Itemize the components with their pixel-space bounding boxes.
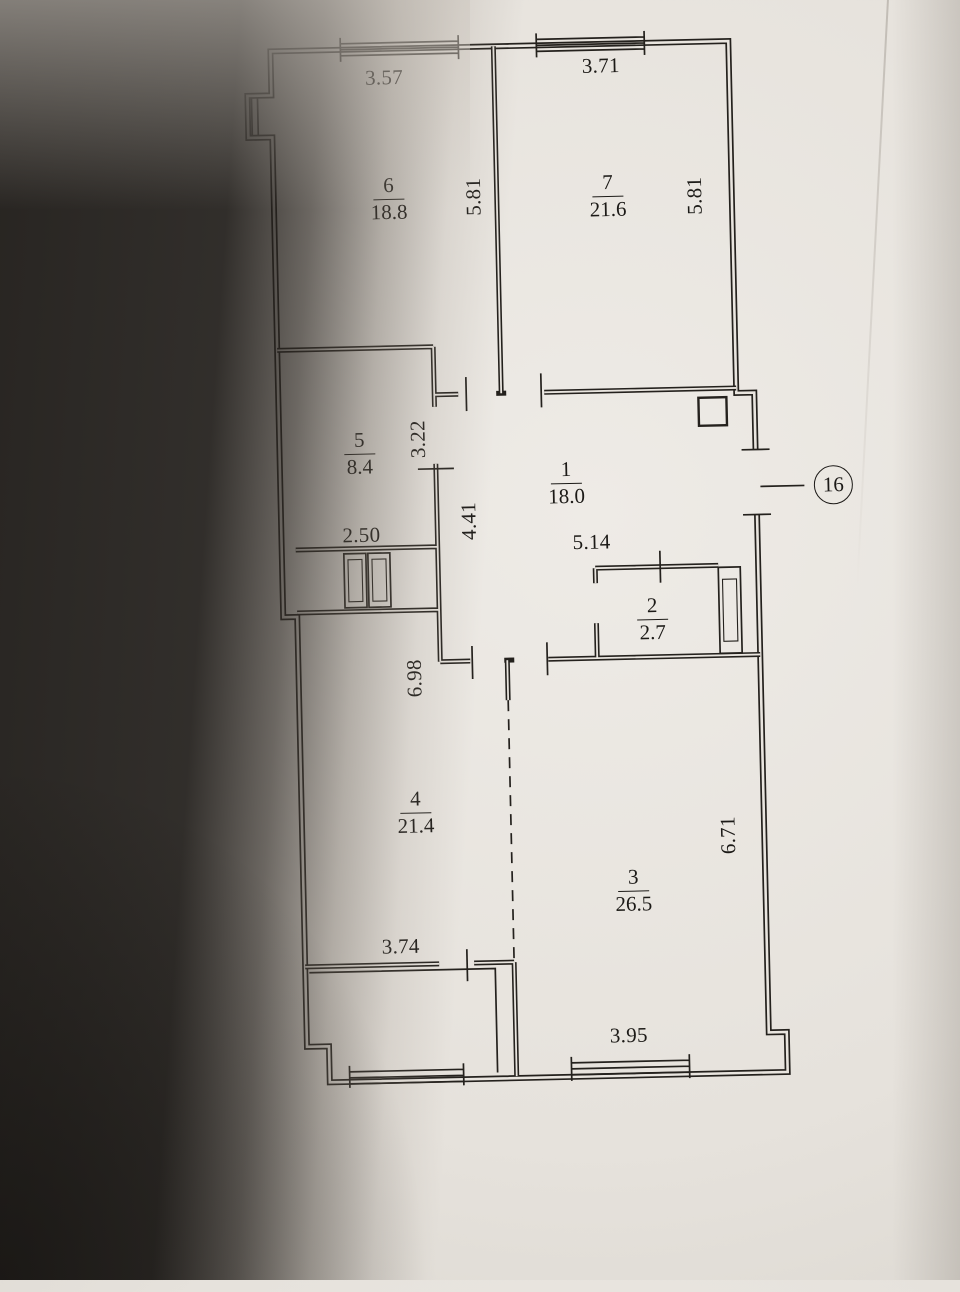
room-area: 26.5 xyxy=(615,890,653,916)
window-left-notch xyxy=(250,97,260,136)
room-number: 5 xyxy=(343,427,375,455)
room-3-label: 3 26.5 xyxy=(615,864,653,916)
dimension-label: 3.95 xyxy=(609,1022,649,1048)
room-area: 18.8 xyxy=(370,199,408,225)
plumbing-shaft-room5 xyxy=(342,551,392,609)
dimension-label: 6.98 xyxy=(401,659,427,698)
room-2-label: 2 2.7 xyxy=(636,592,669,645)
room-number: 7 xyxy=(591,169,624,198)
dimension-label: 4.41 xyxy=(456,501,482,541)
room-5-label: 5 8.4 xyxy=(343,427,376,479)
room-number: 6 xyxy=(372,172,405,201)
room-number: 2 xyxy=(636,592,668,621)
dimension-label: 3.74 xyxy=(381,933,420,959)
loggia-outline xyxy=(309,967,499,1073)
room-area: 2.7 xyxy=(639,619,667,645)
room-area: 21.6 xyxy=(589,196,627,222)
room-area: 18.0 xyxy=(547,483,586,509)
dimension-label: 5.81 xyxy=(681,176,707,216)
dimension-label: 3.22 xyxy=(405,419,431,459)
shaft-room2 xyxy=(717,566,744,655)
dimension-label: 5.81 xyxy=(460,177,486,217)
room-area: 21.4 xyxy=(397,812,435,838)
room-area: 8.4 xyxy=(346,454,374,479)
dimension-label: 3.57 xyxy=(364,64,404,90)
room-number: 4 xyxy=(399,786,431,814)
room-6-label: 6 18.8 xyxy=(370,172,408,225)
window-loggia xyxy=(348,1063,465,1088)
room-number: 3 xyxy=(617,864,649,892)
room-1-label: 1 18.0 xyxy=(547,456,586,509)
room-7-label: 7 21.6 xyxy=(589,169,627,222)
dashed-room-boundary xyxy=(507,700,515,963)
dimension-label: 3.71 xyxy=(581,52,621,78)
room-number: 1 xyxy=(550,456,582,485)
dimension-label: 2.50 xyxy=(342,522,381,548)
shaft-top-right xyxy=(697,395,729,428)
dimension-label: 6.71 xyxy=(715,815,741,855)
dimension-label: 5.14 xyxy=(572,529,611,555)
room-4-label: 4 21.4 xyxy=(397,786,435,838)
